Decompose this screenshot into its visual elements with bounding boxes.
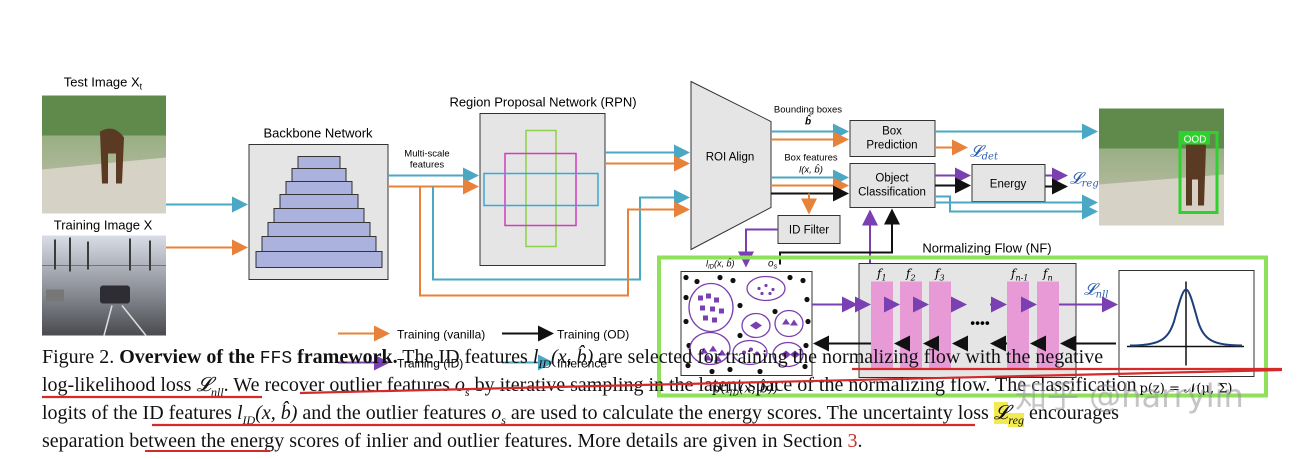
output-image: OOD (1099, 108, 1224, 226)
caption-line-1: Figure 2. Overview of the FFS framework.… (42, 343, 1282, 378)
rpn-title: Region Proposal Network (RPN) (449, 95, 636, 110)
flow-ellipsis: •••• (970, 315, 990, 331)
caption-math-L: 𝓛 (196, 374, 211, 396)
caption-math-id2: ID (242, 413, 256, 427)
gaussian-label: p(z) = 𝒩(μ, Σ) (1140, 382, 1233, 397)
box-features-label: Box features (784, 153, 838, 164)
arrow-idfilter-nf (738, 228, 778, 268)
nf-panel (657, 255, 1268, 398)
legend-od-label: Training (OD) (557, 328, 629, 342)
ood-tag: OOD (1184, 135, 1207, 146)
caption-figure-number: Figure 2. (42, 346, 120, 368)
arrow-bb-roi-cyan-bypass (432, 186, 690, 281)
caption-line-4: separation between the energy scores of … (42, 427, 1282, 455)
caption-text-8: are used to calculate the energy scores.… (505, 402, 994, 424)
caption-math-s2: s (501, 413, 506, 427)
nf-os-label: os (768, 259, 778, 271)
caption-text-7: and the outlier features (297, 402, 492, 424)
box-features-symbol: l(x, b̂) (799, 164, 823, 176)
caption-bold-2: framework. (292, 346, 398, 368)
legend-inference-label: Inference (557, 357, 607, 371)
test-image-title: Test Image Xt (64, 75, 143, 92)
rpn-magenta-box (504, 152, 577, 227)
feature-space-markers (698, 283, 800, 362)
rpn-box (479, 113, 606, 266)
nf-lid-label: lID(x, b̂) (706, 258, 735, 270)
backbone-title: Backbone Network (263, 126, 373, 141)
caption-text-2: are selected for training the normalizin… (593, 346, 1104, 368)
caption-math-o2: o (491, 402, 502, 424)
caption-math-s: s (464, 385, 470, 399)
bbox-symbol: b̂ (805, 115, 811, 128)
flow-f3: f3 (934, 267, 945, 283)
box-prediction-box (849, 120, 936, 157)
id-filter-label: ID Filter (789, 225, 829, 237)
caption-line-3: logits of the ID features lID(x, b̂) and… (42, 399, 1282, 434)
legend: Training (vanilla) Training (OD) Trainin… (338, 325, 629, 371)
bbox-label: Bounding boxes (774, 105, 842, 116)
id-filter-box (777, 215, 841, 244)
flow-f1: f1 (876, 267, 887, 283)
caption-math-nll: nll (211, 385, 224, 399)
rpn-green-box (525, 129, 557, 248)
caption-text-10: separation between the energy scores of … (42, 430, 848, 452)
caption-section-link[interactable]: 3 (847, 430, 858, 452)
caption-math-l2: l (236, 402, 243, 424)
legend-vanilla-label: Training (vanilla) (397, 328, 485, 342)
caption-math-o: o (454, 374, 465, 396)
gaussian-curve (1129, 288, 1243, 347)
caption-text-11: . (857, 430, 863, 452)
caption-math-Lreg: 𝓛 (993, 402, 1009, 424)
training-image (42, 235, 166, 336)
caption-math-args2: (x, b̂) (255, 402, 298, 424)
feature-space-points (683, 274, 811, 375)
energy-label: Energy (990, 179, 1027, 191)
arrow-bb-roi-orange-bypass (419, 186, 690, 297)
backbone-pyramid (255, 156, 383, 268)
roi-align-label: ROI Align (706, 152, 755, 164)
nf-title: Normalizing Flow (NF) (922, 241, 1051, 256)
energy-box (971, 164, 1046, 202)
caption-text-1: The ID features (397, 346, 533, 368)
rpn-cyan-box (483, 172, 599, 207)
test-image (42, 95, 166, 214)
object-classification-box (849, 163, 936, 208)
flow-fn1: fn-1 (1010, 267, 1028, 283)
caption-math-args: (x, b̂) (551, 346, 594, 368)
caption-math-reg: reg (1008, 413, 1024, 427)
caption-ffs: FFS (259, 349, 293, 369)
caption-math-l: l (532, 346, 539, 368)
arrow-objcls-output-cyan (935, 195, 1098, 220)
caption-text-9: encourages (1023, 402, 1119, 424)
legend-id-label: Training (ID) (397, 357, 463, 371)
caption-math-id: ID (538, 357, 552, 371)
watermark: 知乎 @harrylin (1015, 377, 1244, 415)
train-image-title: Training Image X (54, 218, 153, 233)
roi-align-shape (690, 80, 772, 251)
caption-bold-1: Overview of the (119, 346, 260, 368)
flow-fn: fn (1042, 267, 1053, 283)
flow-f2: f2 (905, 267, 916, 283)
caption-text-5: by iterative sampling in the latent spac… (469, 374, 1137, 396)
caption-text-3: log-likelihood loss (42, 374, 197, 396)
caption-text-6: logits of the ID features (42, 402, 237, 424)
